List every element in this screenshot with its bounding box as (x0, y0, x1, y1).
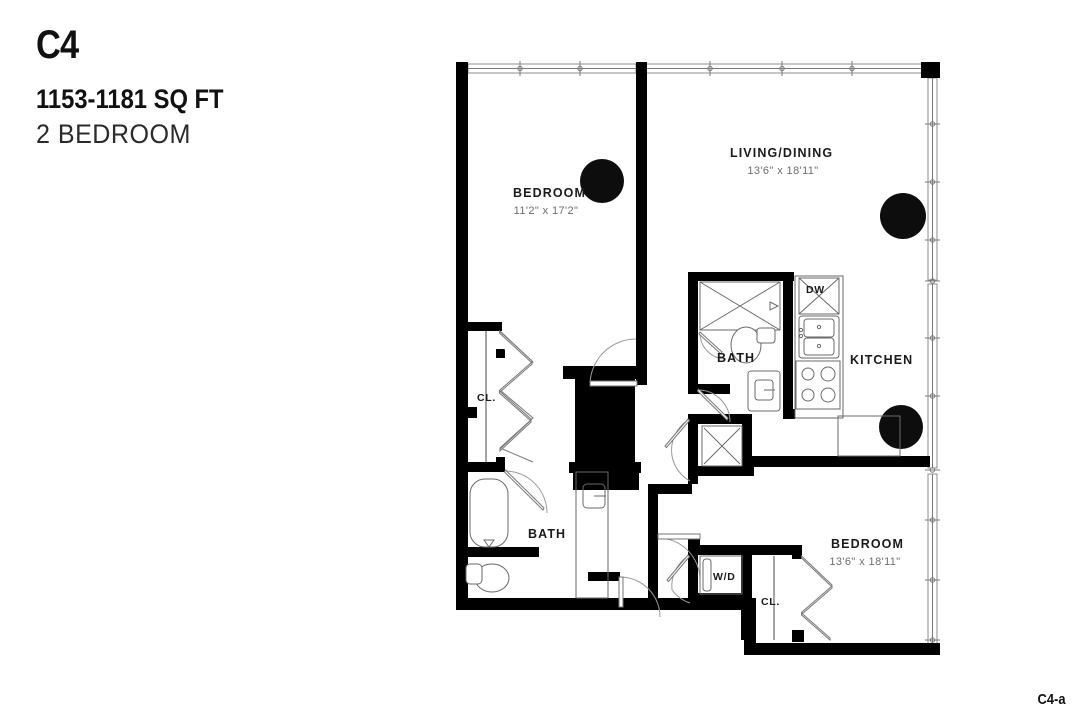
toilet-secondary (730, 326, 762, 364)
bedroom-2-dimensions: 13'6" x 18'11" (829, 556, 900, 568)
washer-dryer-group: W/D (666, 554, 743, 604)
cooktop-range (795, 360, 841, 410)
bath-secondary-label: BATH (717, 351, 755, 365)
door-bath-master-corridor (618, 576, 661, 618)
column-kitchen (879, 405, 923, 449)
closet-2-group: CL. (761, 554, 833, 642)
bedroom-count-label: 2 BEDROOM (36, 119, 191, 150)
living-dining-label: LIVING/DINING (730, 146, 833, 160)
bath-master-group: BATH (465, 469, 609, 599)
bedroom-2-label: BEDROOM (831, 537, 904, 551)
bedroom-1-label: BEDROOM (513, 186, 586, 200)
bathtub (469, 478, 509, 548)
square-footage-label: 1153-1181 SQ FT (36, 84, 224, 114)
interior-walls (466, 272, 930, 642)
window-wall-east (925, 77, 940, 649)
title-block: C4 1153-1181 SQ FT 2 BEDROOM (36, 24, 416, 150)
door-bedroom-1 (589, 338, 638, 387)
room-labels: BEDROOM 11'2" x 17'2" LIVING/DINING 13'6… (513, 146, 904, 568)
kitchen-group: DW KITCHEN (794, 275, 913, 457)
utility-fixture (701, 425, 743, 467)
dishwasher-label: DW (806, 284, 825, 296)
column-living-dining (880, 193, 926, 239)
utility-closet-group (664, 418, 743, 482)
bath-secondary-group: BATH (696, 281, 781, 423)
bath-master-label: BATH (528, 527, 566, 541)
washer-dryer-unit (699, 555, 743, 595)
vanity-master (575, 471, 609, 599)
kitchen-island (837, 415, 901, 457)
kitchen-label: KITCHEN (850, 353, 913, 367)
closet-1-group: CL. (477, 329, 534, 463)
page-title: C4 (36, 23, 79, 67)
kitchen-counter-run (794, 275, 844, 419)
closet-1-label: CL. (477, 392, 496, 404)
column-bedroom-1 (580, 159, 624, 203)
door-bedroom-2-corridor (657, 533, 701, 581)
vanity-secondary (747, 370, 781, 412)
plan-code-footer: C4-a (1038, 691, 1066, 708)
closet-2-label: CL. (761, 596, 780, 608)
window-wall-north (467, 61, 924, 76)
living-dining-dimensions: 13'6" x 18'11" (747, 165, 818, 177)
washer-dryer-label: W/D (713, 571, 736, 583)
bedroom-1-dimensions: 11'2" x 17'2" (514, 205, 579, 217)
